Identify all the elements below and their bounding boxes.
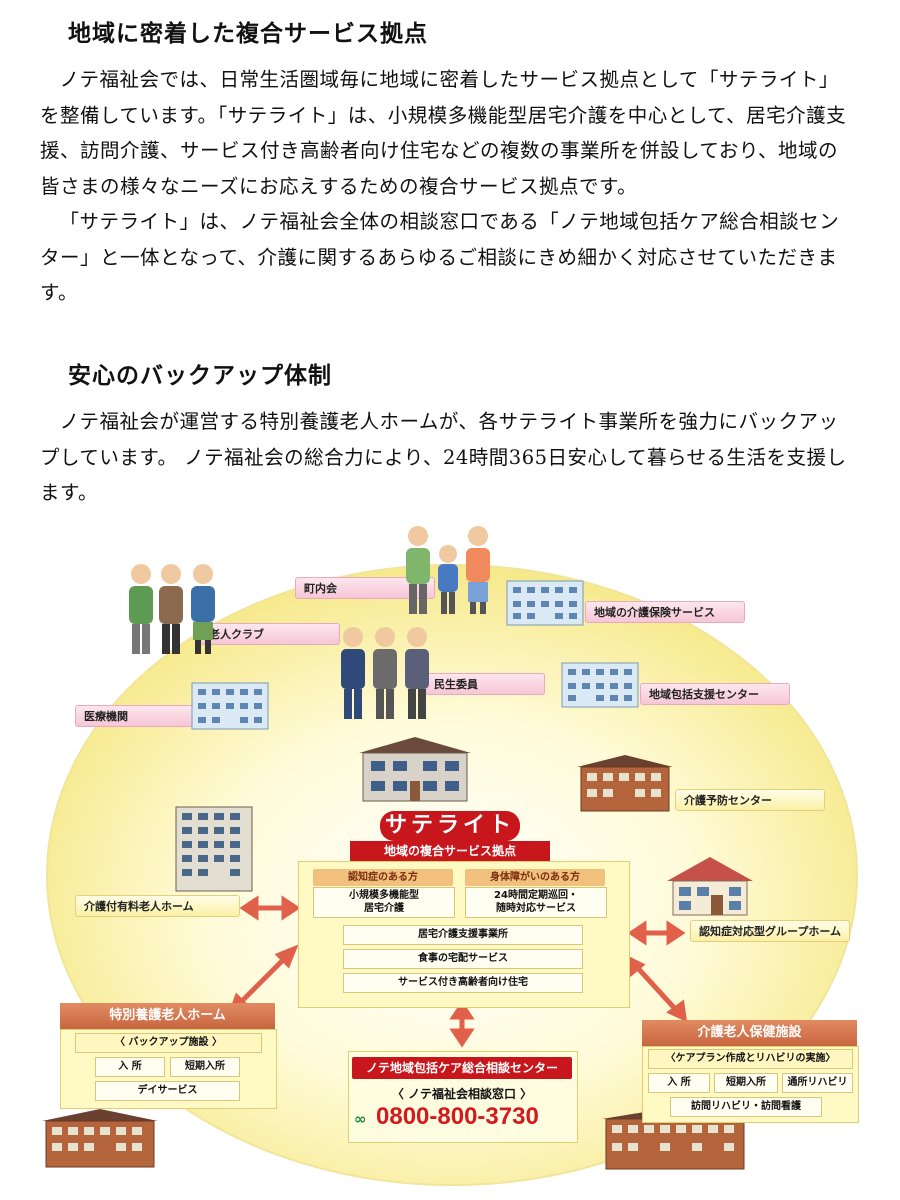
welfare-commissioners-illustration — [341, 627, 429, 719]
paragraph: 「サテライト」は、ノテ福祉会全体の相談窓口である「ノテ地域包括ケア総合相談センタ… — [40, 210, 840, 304]
disability-head: 身体障がいのある方 — [465, 869, 605, 886]
office-building-icon — [561, 662, 639, 708]
tokuyou-title: 特別養護老人ホーム — [60, 1003, 275, 1029]
label-yobou: 介護予防センター — [675, 789, 825, 811]
elderly-people-illustration — [129, 564, 215, 654]
label-houkatsu: 地域包括支援センター — [640, 683, 790, 705]
label-group-home: 認知症対応型グループホーム — [690, 920, 850, 942]
small-multifunction-care: 小規模多機能型 居宅介護 — [313, 887, 455, 918]
roken-title: 介護老人保健施設 — [642, 1020, 857, 1046]
consultation-center-title: ノテ地域包括ケア総合相談センター — [352, 1057, 572, 1079]
label-yuryou: 介護付有料老人ホーム — [75, 895, 240, 917]
service-item: サービス付き高齢者向け住宅 — [343, 973, 583, 993]
tokuyou-cell: 入 所 — [95, 1057, 165, 1077]
label-roujin-club: 老人クラブ — [200, 623, 340, 645]
section-heading-community: 地域に密着した複合サービス拠点 — [68, 21, 428, 47]
consultation-window-label: 〈 ノテ福祉会相談窓口 〉 — [391, 1087, 533, 1101]
group-home-house-icon — [667, 857, 753, 916]
service-network-diagram: 町内会 老人クラブ 地域の介護保険サービス 民生委員 地域包括支援センター 医療… — [30, 515, 875, 1195]
family-people-illustration — [406, 526, 490, 614]
tokuyou-cell: デイサービス — [95, 1081, 240, 1101]
section-body-community: ノテ福祉会では、日常生活圏域毎に地域に密着したサービス拠点として「サテライト」を… — [40, 62, 855, 311]
service-item: 居宅介護支援事業所 — [343, 925, 583, 945]
paragraph: ノテ福祉会が運営する特別養護老人ホームが、各サテライト事業所を強力にバックアップ… — [40, 410, 847, 504]
nursing-home-tower-icon — [175, 806, 253, 892]
satellite-title: サテライト — [380, 811, 520, 841]
roken-cell: 訪問リハビリ・訪問看護 — [670, 1097, 822, 1117]
satellite-building-icon — [359, 737, 471, 802]
tokuyou-cell: 短期入所 — [170, 1057, 240, 1077]
dementia-head: 認知症のある方 — [313, 869, 453, 886]
satellite-subtitle: 地域の複合サービス拠点 — [350, 841, 550, 861]
roken-cell: 短期入所 — [714, 1073, 778, 1093]
24h-visit-service: 24時間定期巡回・ 随時対応サービス — [465, 887, 607, 918]
careplan-label: 〈ケアプラン作成とリハビリの実施〉 — [648, 1049, 853, 1069]
label-minsei-iin: 民生委員 — [425, 673, 545, 695]
label-kaigo-hoken: 地域の介護保険サービス — [585, 601, 745, 623]
section-heading-backup: 安心のバックアップ体制 — [68, 363, 332, 389]
section-body-backup: ノテ福祉会が運営する特別養護老人ホームが、各サテライト事業所を強力にバックアップ… — [40, 404, 855, 511]
special-nursing-home-building-icon — [42, 1109, 158, 1168]
prevention-center-building-icon — [577, 755, 673, 812]
roken-cell: 入 所 — [648, 1073, 710, 1093]
office-building-icon — [506, 580, 584, 626]
hospital-building-icon — [191, 682, 269, 730]
label-chounaikai: 町内会 — [295, 577, 435, 599]
service-item: 食事の宅配サービス — [343, 949, 583, 969]
paragraph: ノテ福祉会では、日常生活圏域毎に地域に密着したサービス拠点として「サテライト」を… — [40, 68, 847, 198]
phone-number[interactable]: 0800-800-3730 — [376, 1103, 539, 1130]
free-dial-icon: ∞ — [354, 1110, 367, 1128]
backup-facility-label: 〈 バックアップ施設 〉 — [75, 1033, 262, 1053]
roken-cell: 通所リハビリ — [782, 1073, 853, 1093]
